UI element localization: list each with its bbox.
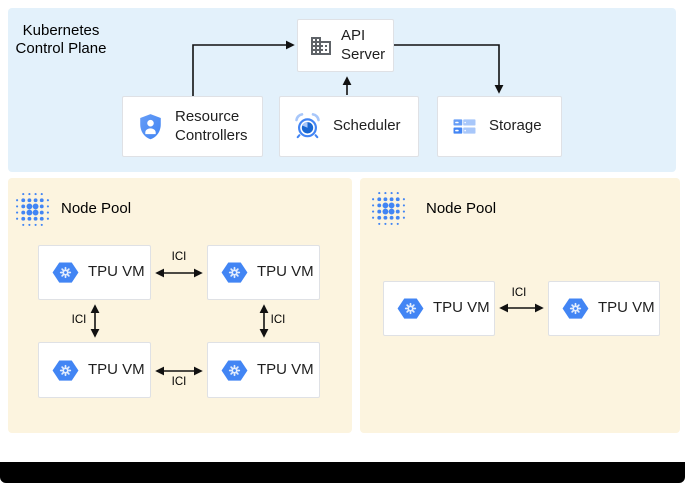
hexagon-gear-icon [221,359,248,382]
shield-person-icon [136,112,165,141]
ici-label: ICI [270,314,286,326]
hexagon-gear-icon [52,261,79,284]
tpu-vm-box: TPU VM [38,245,151,300]
storage-box: Storage [437,96,562,157]
building-icon [309,34,333,58]
scheduler-label: Scheduler [333,117,401,135]
storage-label: Storage [489,117,542,135]
tpu-vm-label: TPU VM [598,299,655,317]
scheduler-box: Scheduler [279,96,419,157]
hexagon-gear-icon [221,261,248,284]
resource-controllers-label: Resource Controllers [175,107,248,144]
tpu-vm-box: TPU VM [383,281,495,336]
ici-label: ICI [171,251,187,263]
ici-label: ICI [171,376,187,388]
resource-controllers-box: Resource Controllers [122,96,263,157]
tpu-vm-label: TPU VM [433,299,490,317]
tpu-vm-label: TPU VM [257,263,314,281]
storage-stack-icon [449,111,480,142]
tpu-vm-box: TPU VM [548,281,660,336]
tpu-vm-label: TPU VM [88,360,145,378]
node-pool-1-label: Node Pool [61,200,132,217]
bottom-bar [0,462,685,483]
dot-cluster-icon [370,190,407,227]
ici-label: ICI [71,314,87,326]
tpu-vm-label: TPU VM [257,360,314,378]
dot-cluster-icon [14,191,51,228]
node-pool-2-label: Node Pool [426,200,497,217]
tpu-vm-label: TPU VM [88,263,145,281]
api-server-label: API Server [341,26,386,63]
control-plane-title: Kubernetes Control Plane [15,22,107,57]
hexagon-gear-icon [562,297,589,320]
hexagon-gear-icon [52,359,79,382]
alarm-clock-icon [292,111,323,142]
ici-label: ICI [511,287,527,299]
tpu-vm-box: TPU VM [38,342,151,398]
tpu-vm-box: TPU VM [207,245,320,300]
hexagon-gear-icon [397,297,424,320]
api-server-box: API Server [297,19,394,72]
tpu-vm-box: TPU VM [207,342,320,398]
